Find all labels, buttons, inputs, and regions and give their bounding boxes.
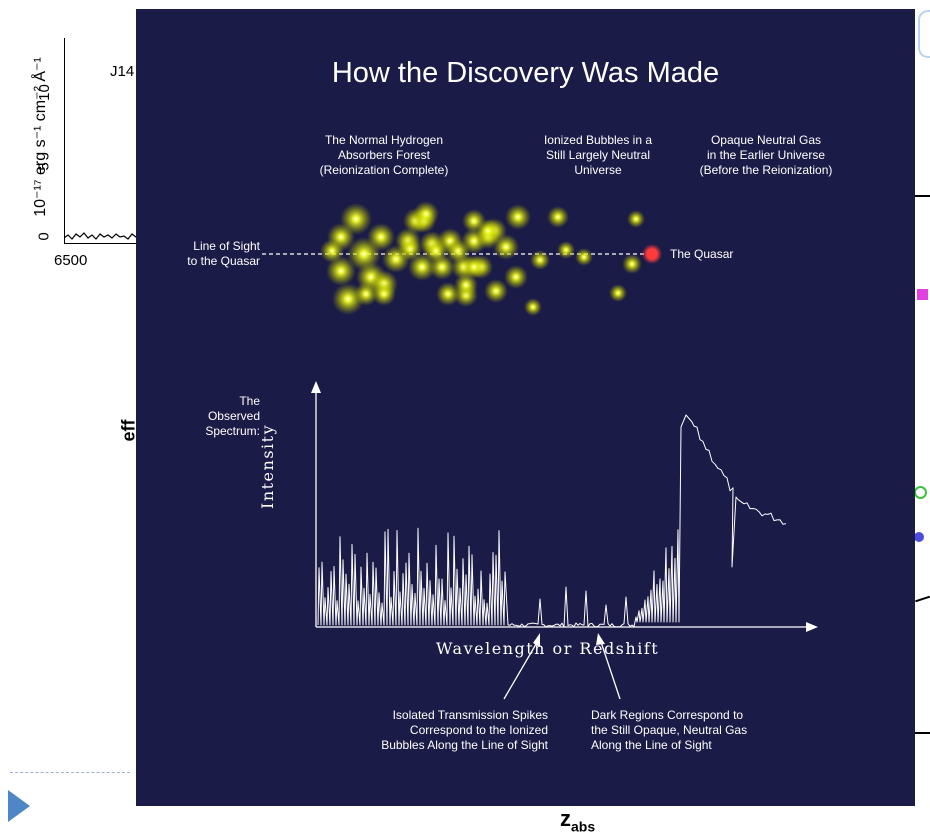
background-spectrum-trace <box>64 232 140 240</box>
background-blue-marker <box>914 532 924 542</box>
absorber <box>622 254 642 274</box>
caption-ionized-bubbles: Ionized Bubbles in a Still Largely Neutr… <box>543 133 653 177</box>
absorber <box>476 219 500 243</box>
absorber-cloud-forest <box>320 201 528 315</box>
absorber <box>504 265 528 289</box>
absorber <box>505 204 531 230</box>
background-y-axis-label: 10⁻¹⁷ erg s⁻¹ cm⁻² Å⁻¹ <box>32 57 49 217</box>
caption-normal-forest: The Normal Hydrogen Absorbers Forest (Re… <box>319 133 449 177</box>
absorber <box>627 210 645 228</box>
background-dashed-divider <box>10 772 130 773</box>
spectrum-y-axis-arrow <box>311 381 321 393</box>
absorber <box>524 298 542 316</box>
annotation-arrow-dark <box>599 638 621 700</box>
quasar-label: The Quasar <box>670 247 734 261</box>
absorber <box>557 241 575 259</box>
annotation-arrow-spikes <box>503 638 540 700</box>
annotation-dark-regions: Dark Regions Correspond to the Still Opa… <box>591 708 748 752</box>
background-right-tick <box>915 732 930 734</box>
absorbers-diagram <box>262 201 662 316</box>
absorber <box>320 239 344 263</box>
absorber <box>484 279 508 303</box>
background-y-tick: 0 <box>35 232 53 241</box>
absorber <box>454 273 478 297</box>
line-of-sight-label: Line of Sight to the Quasar <box>187 239 260 268</box>
observed-spectrum-label: The Observed Spectrum: <box>205 394 260 438</box>
discovery-slide: How the Discovery Was Made The Normal Hy… <box>136 9 915 806</box>
background-x-tick: 6500 <box>54 252 88 269</box>
absorber-cloud-bubbles <box>505 204 645 316</box>
quasar-dot <box>647 249 657 259</box>
absorber <box>462 255 486 279</box>
absorber <box>547 206 569 228</box>
spectrum-trace <box>317 414 787 628</box>
background-magenta-marker <box>917 289 928 300</box>
background-right-tick <box>915 595 930 602</box>
background-bottom-axis-label: zabs <box>560 806 596 835</box>
caption-opaque-gas: Opaque Neutral Gas in the Earlier Univer… <box>699 133 833 177</box>
annotation-arrowhead-spikes <box>533 633 540 647</box>
slide-title: How the Discovery Was Made <box>331 57 720 89</box>
spectrum-x-axis-arrow <box>806 622 818 632</box>
absorber <box>493 234 519 260</box>
annotation-arrowhead-dark <box>596 633 605 645</box>
absorber <box>326 256 356 286</box>
absorber <box>354 282 378 306</box>
background-object-label: J14 <box>110 63 135 80</box>
absorber <box>575 248 593 266</box>
absorber <box>609 284 627 302</box>
absorber <box>372 282 396 306</box>
background-y-tick: 10 <box>35 84 53 101</box>
background-green-marker <box>914 486 927 499</box>
background-right-tick <box>915 195 930 197</box>
spectrum-plot <box>311 381 818 700</box>
spectrum-y-axis-label: Intensity <box>258 423 277 509</box>
absorber <box>436 282 460 306</box>
background-y-tick: 5 <box>35 162 53 171</box>
play-arrow-icon[interactable] <box>8 790 30 822</box>
background-plot-frame <box>64 38 145 244</box>
absorber <box>413 201 439 227</box>
absorber <box>398 237 422 261</box>
absorber <box>424 239 448 263</box>
absorber <box>530 250 550 270</box>
spectrum-x-axis-label: Wavelength or Redshift <box>436 639 660 658</box>
background-decoration <box>918 10 930 58</box>
absorber <box>446 239 470 263</box>
annotation-transmission-spikes: Isolated Transmission Spikes Correspond … <box>381 708 548 752</box>
